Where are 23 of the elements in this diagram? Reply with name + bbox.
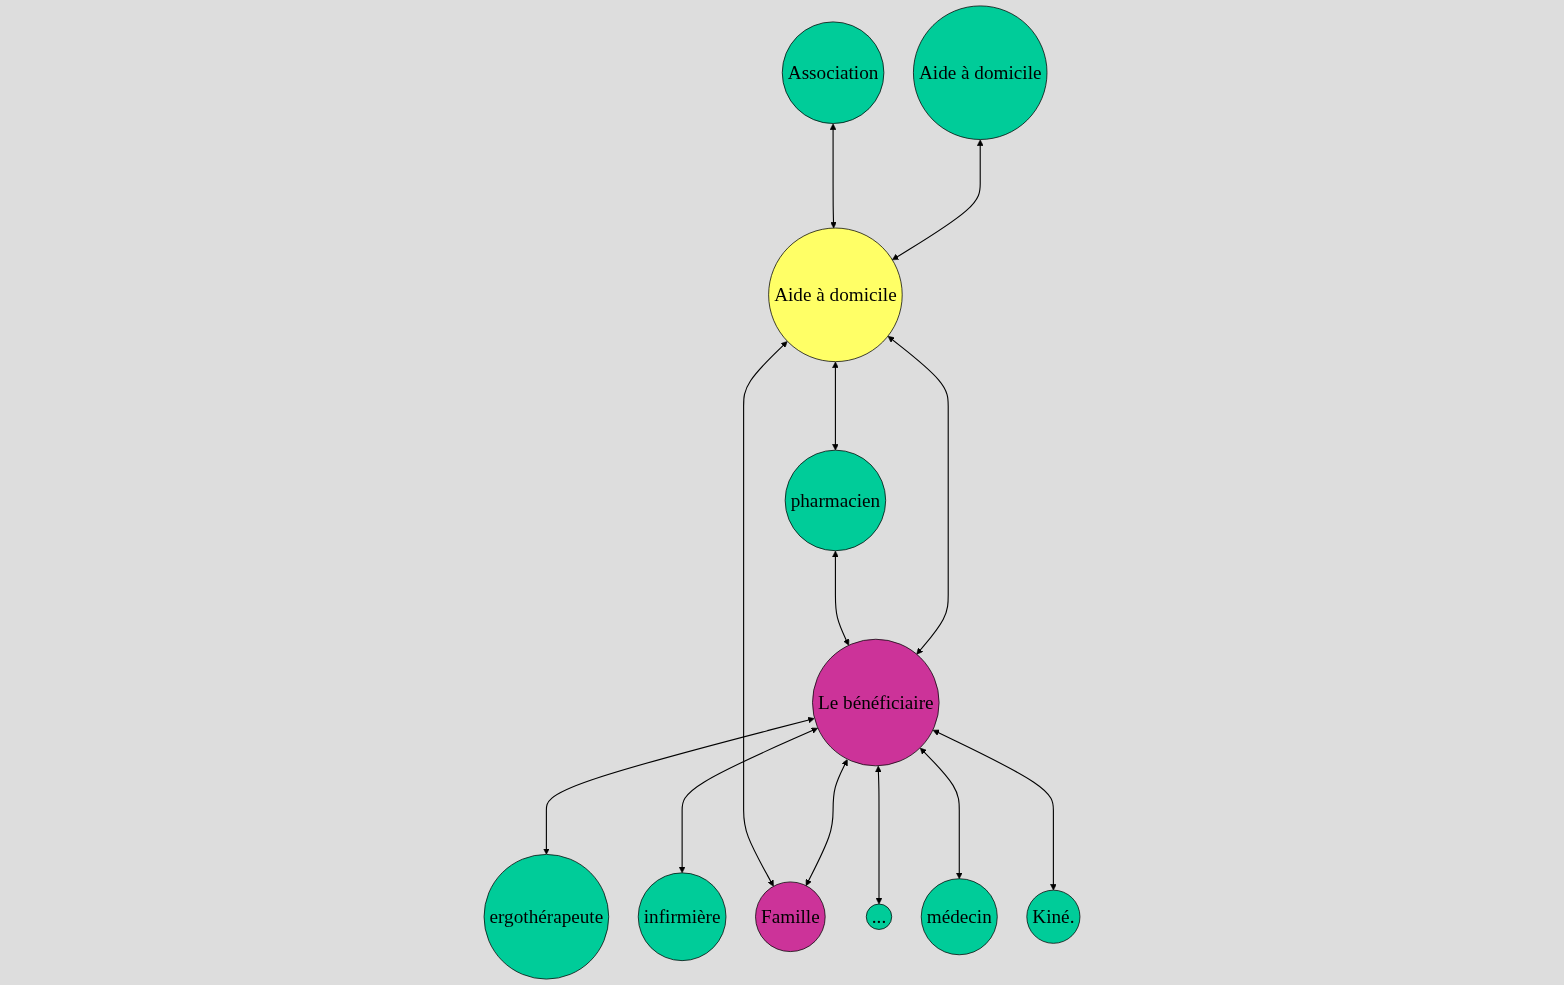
node-circle: Le bénéficiaire (812, 638, 940, 767)
node-circle: Famille (755, 881, 826, 952)
arrow (543, 716, 815, 855)
arrow (919, 747, 963, 879)
node-circle: Aide à domicile (913, 5, 1048, 140)
arrow (875, 765, 883, 905)
node-circle: infirmière (637, 872, 727, 961)
arrow (829, 123, 837, 229)
arrow (932, 729, 1057, 891)
node-circle: pharmacien (784, 449, 887, 552)
arrow (832, 550, 850, 646)
arrow (805, 759, 848, 886)
node-circle: Association (781, 21, 885, 124)
arrow (887, 336, 949, 655)
node-circle: Kiné. (1026, 889, 1081, 944)
node-circle: ergothérapeute (483, 854, 610, 980)
node-circle: Aide à domicile (768, 227, 903, 362)
node-circle: ... (865, 903, 893, 930)
arrow (892, 139, 984, 261)
arrow (678, 727, 818, 874)
node-circle: médecin (920, 878, 998, 956)
arrow (832, 361, 839, 451)
arrow (743, 341, 788, 887)
